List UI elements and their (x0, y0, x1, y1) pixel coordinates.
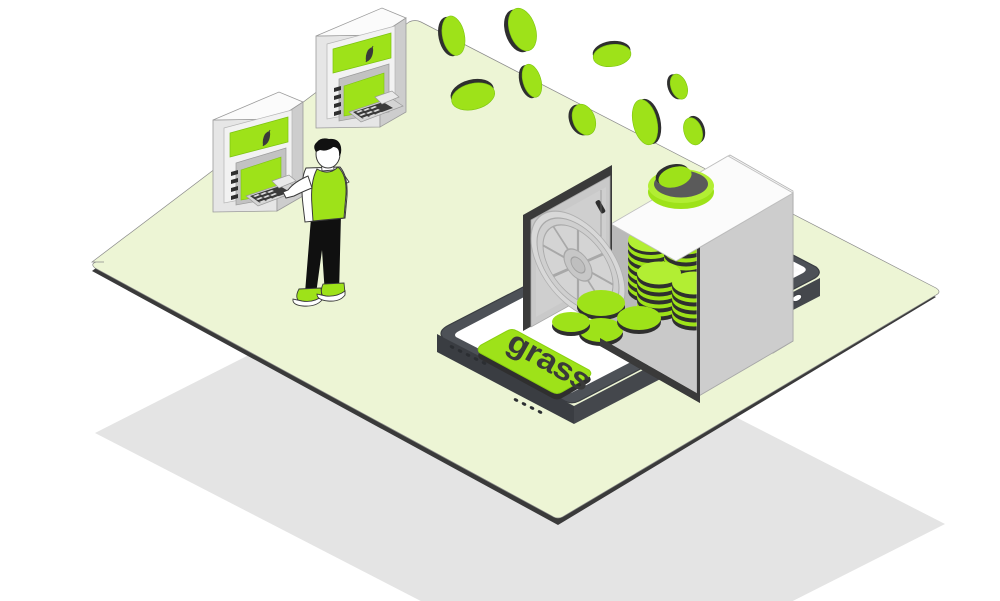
atm-side-buttons-left[interactable] (231, 170, 238, 200)
atm-machine-right[interactable] (315, 7, 407, 129)
atm-side-buttons-right[interactable] (334, 86, 341, 116)
safe-vault[interactable] (523, 154, 794, 409)
coin-slot[interactable] (648, 160, 714, 209)
flying-coins (438, 7, 706, 146)
atm-machine-left[interactable] (212, 91, 304, 213)
atm-sign-right (332, 32, 392, 74)
person-shoes (292, 282, 346, 307)
loose-coins-on-screen (552, 290, 661, 346)
person-at-atm (282, 138, 350, 307)
vault-door[interactable] (523, 165, 626, 339)
person-arm (282, 175, 313, 199)
person-vest (311, 166, 347, 222)
atm-sign-left (229, 116, 289, 158)
atm-keypad-right[interactable] (353, 102, 393, 119)
atm-keypad-left[interactable] (250, 186, 290, 203)
vault-wheel[interactable] (530, 192, 626, 339)
person-pants (305, 214, 341, 295)
phone-speaker-grille (449, 345, 543, 414)
